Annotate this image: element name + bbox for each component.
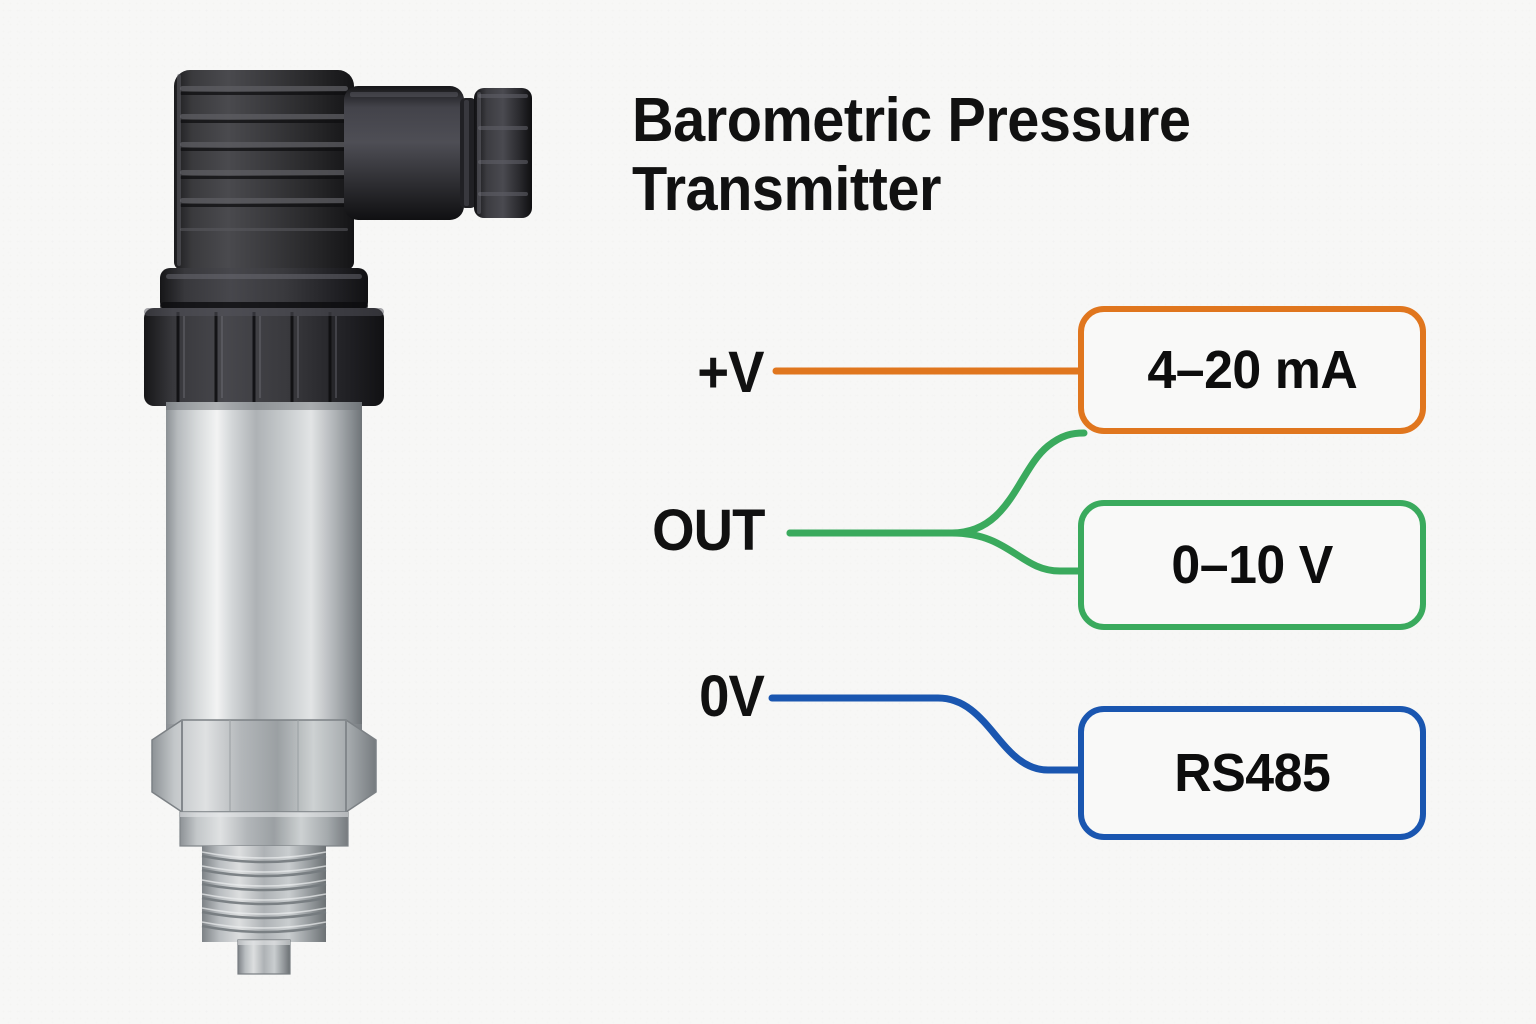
transmitter-product-image — [130, 40, 550, 980]
output-box-label: RS485 — [1173, 743, 1331, 803]
page-title: Barometric Pressure Transmitter — [632, 86, 1191, 225]
stainless-body — [166, 402, 362, 732]
knurled-collar — [144, 308, 384, 406]
threaded-connection — [201, 846, 327, 975]
flange-ring — [160, 268, 368, 312]
output-box-label: 0–10 V — [1171, 535, 1333, 595]
wire-zero-v — [768, 694, 1085, 774]
terminal-label-out: OUT — [651, 498, 765, 563]
din-connector-head — [174, 70, 354, 270]
output-box-current-loop[interactable]: 4–20 mA — [1078, 306, 1426, 434]
output-box-rs485[interactable]: RS485 — [1078, 706, 1426, 840]
output-box-label: 4–20 mA — [1147, 340, 1357, 400]
hex-nut — [151, 719, 377, 847]
terminal-label-zero-v: 0V — [699, 664, 765, 729]
cap-nut — [474, 88, 532, 218]
cable-gland — [344, 86, 476, 220]
wire-out-branch-lower — [786, 529, 1085, 575]
wire-out-branch-upper — [786, 429, 1088, 537]
output-box-voltage[interactable]: 0–10 V — [1078, 500, 1426, 630]
terminal-label-plus-v: +V — [697, 340, 765, 405]
